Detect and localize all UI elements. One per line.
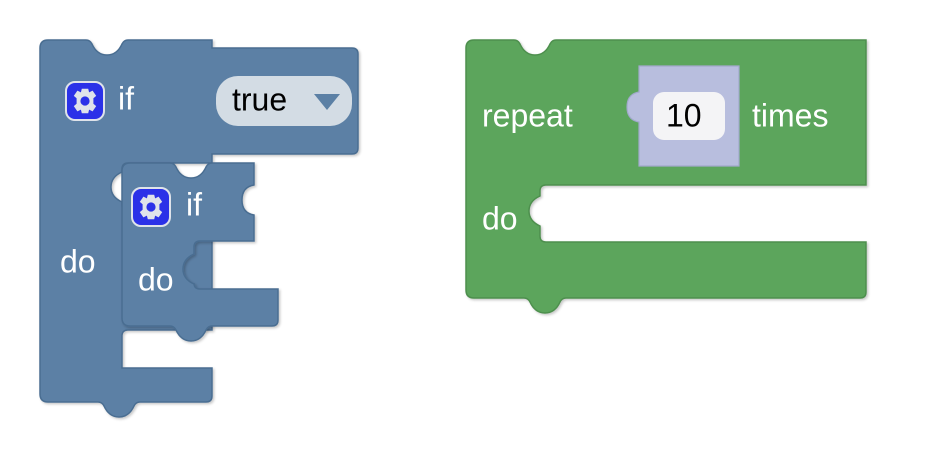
- gear-icon-glyph: [139, 194, 163, 220]
- block-controls-repeat[interactable]: repeat 10 times do: [465, 39, 867, 314]
- outer-do-label: do: [60, 243, 96, 279]
- boolean-dropdown-field[interactable]: true: [216, 76, 352, 126]
- repeat-label: repeat: [482, 97, 573, 133]
- boolean-dropdown-value: true: [232, 81, 287, 117]
- gear-icon[interactable]: [65, 81, 105, 121]
- gear-icon[interactable]: [131, 187, 171, 227]
- inner-if-label: if: [186, 186, 202, 222]
- outer-if-label: if: [118, 80, 134, 116]
- number-input-background[interactable]: [653, 92, 725, 140]
- gear-icon-glyph: [73, 88, 97, 114]
- chevron-down-icon[interactable]: [314, 94, 340, 110]
- repeat-do-label: do: [482, 200, 518, 236]
- boolean-dropdown-background[interactable]: [216, 76, 352, 126]
- block-repeat-shape[interactable]: [465, 39, 867, 314]
- times-label: times: [752, 97, 828, 133]
- block-controls-if-inner[interactable]: if do: [121, 162, 279, 342]
- inner-do-label: do: [138, 261, 174, 297]
- number-input-value: 10: [666, 97, 702, 133]
- block-math-number[interactable]: 10: [626, 65, 740, 167]
